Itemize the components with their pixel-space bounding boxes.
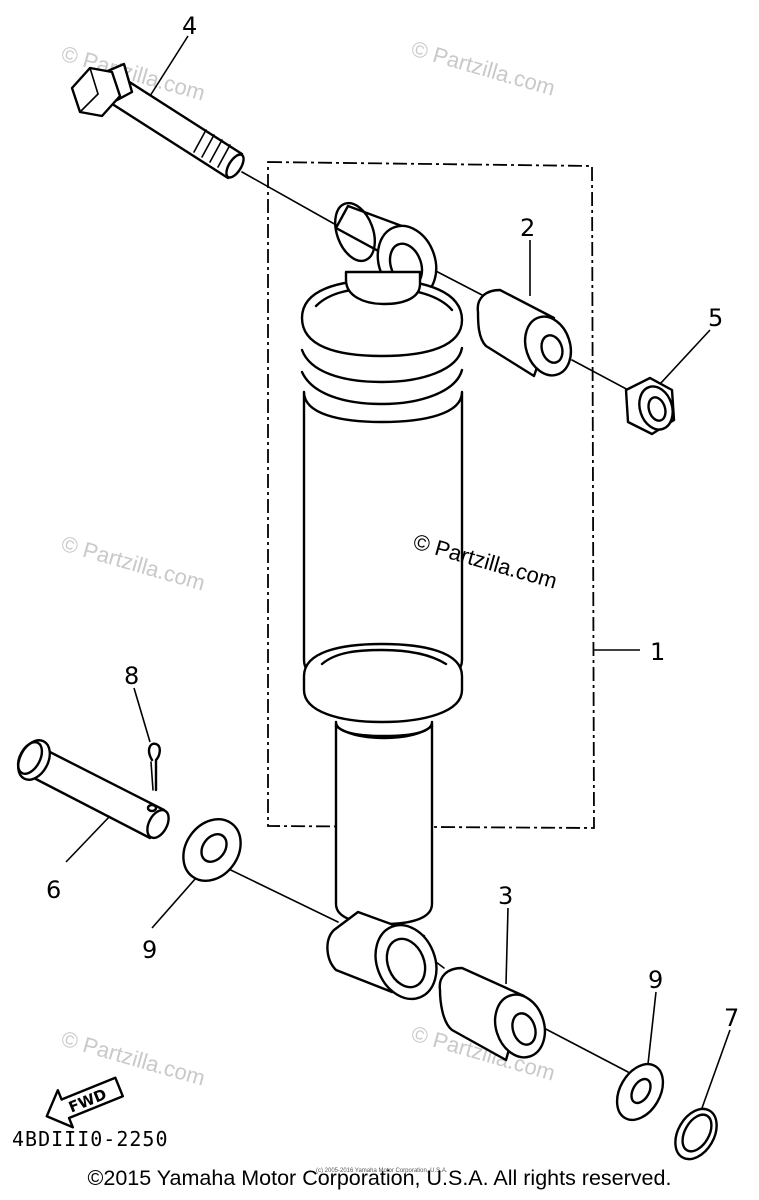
callout-7: 7: [724, 1004, 739, 1032]
callout-2: 2: [520, 214, 535, 242]
damper-tube: [334, 720, 434, 926]
lower-pin: [16, 739, 170, 840]
leader-5: [659, 329, 711, 385]
copyright-notice: ©2015 Yamaha Motor Corporation, U.S.A. A…: [87, 1166, 672, 1190]
tiny-notice: (c) 2005-2016 Yamaha Motor Corporation, …: [316, 1168, 448, 1174]
callout-9a: 9: [142, 936, 157, 964]
bolt-4-thread-3: [209, 139, 223, 163]
axis-line-9a: [209, 859, 339, 923]
nut-5-bore: [647, 396, 667, 422]
upper-stem: [344, 270, 422, 306]
bolt-4-head-edge-2: [79, 93, 99, 113]
cotter-pin-8: [147, 742, 161, 792]
leader-6: [65, 815, 111, 863]
spacer-7-inner: [681, 1113, 713, 1153]
upper-eye-back: [334, 201, 376, 263]
lower-eye-bore: [385, 937, 427, 989]
shock-absorber: [300, 201, 464, 1001]
fwd-arrow-shape: [45, 1076, 125, 1129]
nut: [624, 376, 676, 436]
axis-line-5: [571, 359, 633, 393]
watermark-3: © Partzilla.com: [59, 531, 208, 596]
bolt-4-tip: [225, 153, 245, 179]
leader-3: [505, 907, 509, 985]
pin-6-tip: [146, 808, 170, 840]
bolt-4-thread-2: [201, 134, 215, 158]
leader-9b: [647, 991, 657, 1065]
lower-spring-seat: [302, 642, 464, 724]
washer-9b-inner: [630, 1077, 652, 1105]
assembly-frame: [267, 161, 595, 829]
washer-right: [615, 1062, 665, 1122]
upper-bolt: [70, 62, 245, 180]
callout-8: 8: [124, 662, 139, 690]
callout-1: 1: [650, 638, 665, 666]
pin-6-head-rim: [16, 741, 44, 775]
spacer: [674, 1107, 718, 1161]
callout-3: 3: [498, 882, 513, 910]
callout-numbers: 4 2 5 1 8 6 9 3 9 7: [46, 12, 739, 1032]
washer-9a-inner: [200, 833, 228, 863]
lower-spring-seat-rim: [320, 648, 448, 666]
diagram-code: 4BDIII0-2250: [12, 1127, 169, 1151]
spring-coil-3: [300, 368, 464, 406]
leader-9a: [151, 877, 197, 929]
pin-6-shaft: [28, 746, 166, 840]
leader-8: [133, 687, 151, 743]
callout-9b: 9: [648, 966, 663, 994]
axis-line-9b: [539, 1025, 629, 1073]
forward-arrow: FWD: [45, 1076, 125, 1129]
damper-tube-top: [334, 724, 434, 740]
washer-left: [182, 818, 242, 882]
watermark-2: © Partzilla.com: [409, 36, 558, 101]
watermark-4: © Partzilla.com: [59, 1026, 208, 1091]
bolt-4-thread-4: [217, 144, 231, 168]
leader-4: [149, 35, 189, 97]
leader-7: [701, 1029, 731, 1109]
cotter-pin: [147, 742, 161, 792]
bushing-3-bore: [511, 1012, 537, 1046]
cotter-pin-8-leg: [150, 761, 154, 791]
upper-bushing: [476, 288, 573, 378]
bolt-4-thread-1: [193, 129, 207, 153]
spring-coil-2: [300, 346, 464, 384]
leader-lines: [65, 35, 731, 1109]
bolt-4-head-edge: [89, 67, 99, 95]
bushing-2-bore: [540, 334, 564, 364]
lower-bushing: [438, 966, 547, 1062]
pin-6-hole: [146, 803, 158, 813]
bolt-4-head: [70, 66, 122, 118]
axis-line-4: [241, 171, 339, 227]
callout-6: 6: [46, 876, 61, 904]
axis-line-2: [429, 267, 485, 297]
callout-5: 5: [708, 304, 723, 332]
callout-4: 4: [182, 12, 197, 40]
